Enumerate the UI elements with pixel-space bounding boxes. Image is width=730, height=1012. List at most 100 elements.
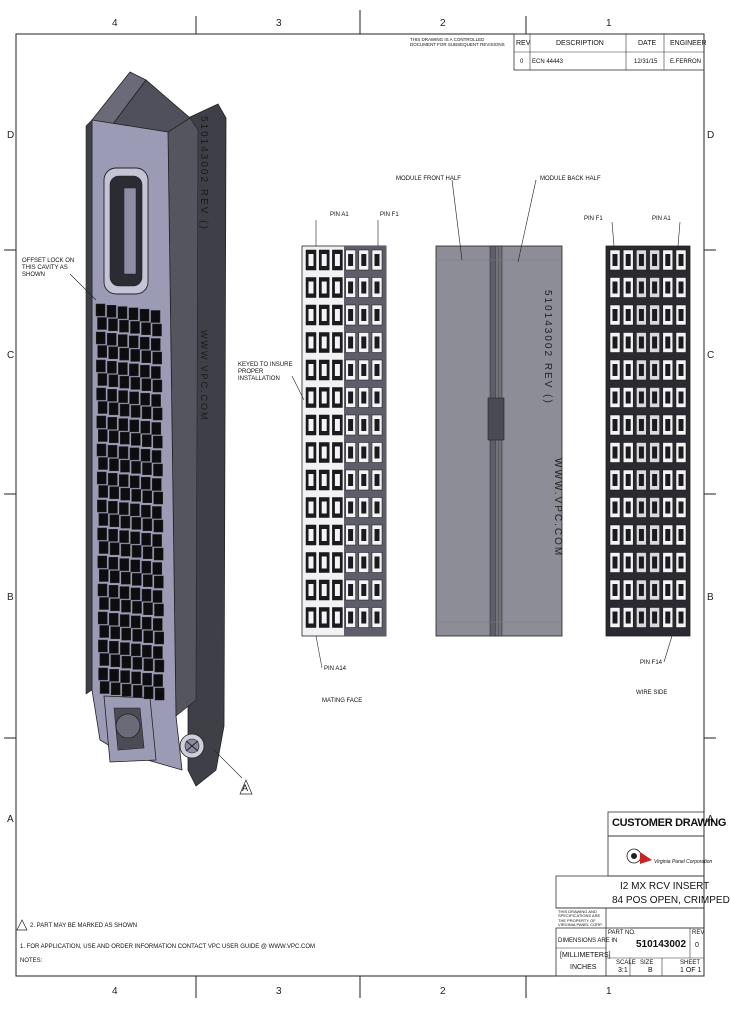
- cavity-hole: [678, 529, 684, 541]
- cavity: [150, 310, 161, 323]
- cavity-contact: [334, 446, 340, 459]
- cavity-contact: [321, 336, 327, 349]
- cavity: [142, 518, 153, 531]
- cavity-hole: [625, 336, 631, 349]
- cavity: [120, 515, 131, 529]
- cavity-contact: [334, 474, 340, 486]
- cavity-hole: [638, 584, 644, 596]
- cavity-contact: [361, 446, 367, 459]
- cavity: [129, 391, 139, 405]
- cavity-contact: [321, 611, 327, 624]
- pin-a14-label: PIN A14: [324, 666, 347, 672]
- cavity: [143, 602, 153, 615]
- cavity: [119, 403, 130, 417]
- cavity: [119, 502, 129, 515]
- cavity-contact: [361, 529, 367, 541]
- cavity-contact: [361, 611, 367, 624]
- cavity: [153, 519, 164, 533]
- zone-col-3-bottom: 3: [276, 986, 282, 997]
- proprietary-note: THIS DRAWING AND SPECIFICATIONS ARE THE …: [558, 909, 603, 928]
- cavity-contact: [308, 364, 314, 376]
- cavity-hole: [638, 254, 644, 266]
- cavity-contact: [348, 474, 354, 486]
- zone-col-3-top: 3: [276, 18, 282, 29]
- cavity-contact: [374, 336, 380, 349]
- cavity-contact: [348, 611, 354, 624]
- cavity: [152, 590, 163, 603]
- cavity-contact: [308, 391, 314, 404]
- cavity: [143, 574, 153, 587]
- date-value: 12/31/15: [634, 59, 658, 65]
- cavity: [108, 318, 118, 332]
- cavity: [128, 307, 139, 321]
- cavity-hole: [625, 529, 631, 541]
- note-1: 1. FOR APPLICATION, USE AND ORDER INFORM…: [20, 944, 316, 950]
- cavity-hole: [625, 474, 631, 486]
- cavity: [140, 448, 151, 462]
- cavity: [132, 601, 142, 614]
- cavity: [99, 597, 109, 610]
- cavity: [118, 418, 129, 431]
- cavity: [98, 485, 108, 498]
- cavity-hole: [638, 446, 644, 459]
- cavity: [130, 321, 140, 334]
- cavity-contact: [334, 556, 340, 569]
- cavity: [109, 669, 119, 682]
- cavity-contact: [374, 391, 380, 404]
- cavity: [141, 350, 151, 363]
- cavity: [141, 504, 151, 518]
- cavity: [129, 447, 140, 461]
- cavity-hole: [678, 584, 684, 596]
- cavity: [119, 558, 130, 571]
- cavity: [99, 653, 110, 666]
- note-2: 2. PART MAY BE MARKED AS SHOWN: [30, 923, 138, 929]
- zone-col-1-bottom: 1: [606, 986, 612, 997]
- cavity: [154, 575, 164, 589]
- cavity: [132, 685, 143, 698]
- pin-a1-right-label: PIN A1: [652, 216, 671, 222]
- cavity: [119, 375, 130, 389]
- cavity: [117, 334, 128, 347]
- cavity: [152, 407, 163, 421]
- cavity: [131, 545, 142, 558]
- cavity: [121, 683, 132, 697]
- iso-note-symbol: A: [242, 783, 249, 793]
- cavity-contact: [361, 419, 367, 431]
- cavity-contact: [348, 281, 354, 294]
- cavity-hole: [665, 584, 671, 596]
- cavity-contact: [334, 529, 340, 541]
- cavity: [152, 379, 163, 393]
- cavity-hole: [612, 364, 618, 376]
- cavity: [131, 643, 141, 657]
- cavity: [97, 317, 107, 330]
- isometric-cavity-grid: [95, 303, 165, 701]
- cavity-contact: [321, 309, 327, 321]
- cavity: [130, 531, 140, 545]
- cavity-hole: [612, 309, 618, 321]
- cavity-hole: [612, 446, 618, 459]
- cavity: [119, 347, 129, 361]
- cavity: [130, 405, 141, 418]
- cavity: [139, 308, 150, 322]
- cavity: [154, 631, 164, 645]
- cavity-contact: [374, 611, 380, 624]
- cavity: [150, 338, 161, 351]
- cavity-hole: [638, 611, 644, 624]
- cavity-hole: [638, 364, 644, 376]
- cavity: [128, 335, 139, 349]
- cavity: [120, 459, 130, 473]
- cavity: [132, 573, 142, 586]
- cavity: [151, 394, 161, 407]
- cavity-hole: [652, 446, 658, 459]
- cavity: [109, 486, 119, 500]
- units-in: INCHES: [570, 964, 597, 971]
- cavity: [153, 435, 163, 449]
- cavity-hole: [612, 584, 618, 596]
- title-line-1: I2 MX RCV INSERT: [620, 881, 710, 892]
- cavity: [119, 319, 129, 333]
- cavity: [97, 555, 108, 569]
- cavity-contact: [374, 419, 380, 431]
